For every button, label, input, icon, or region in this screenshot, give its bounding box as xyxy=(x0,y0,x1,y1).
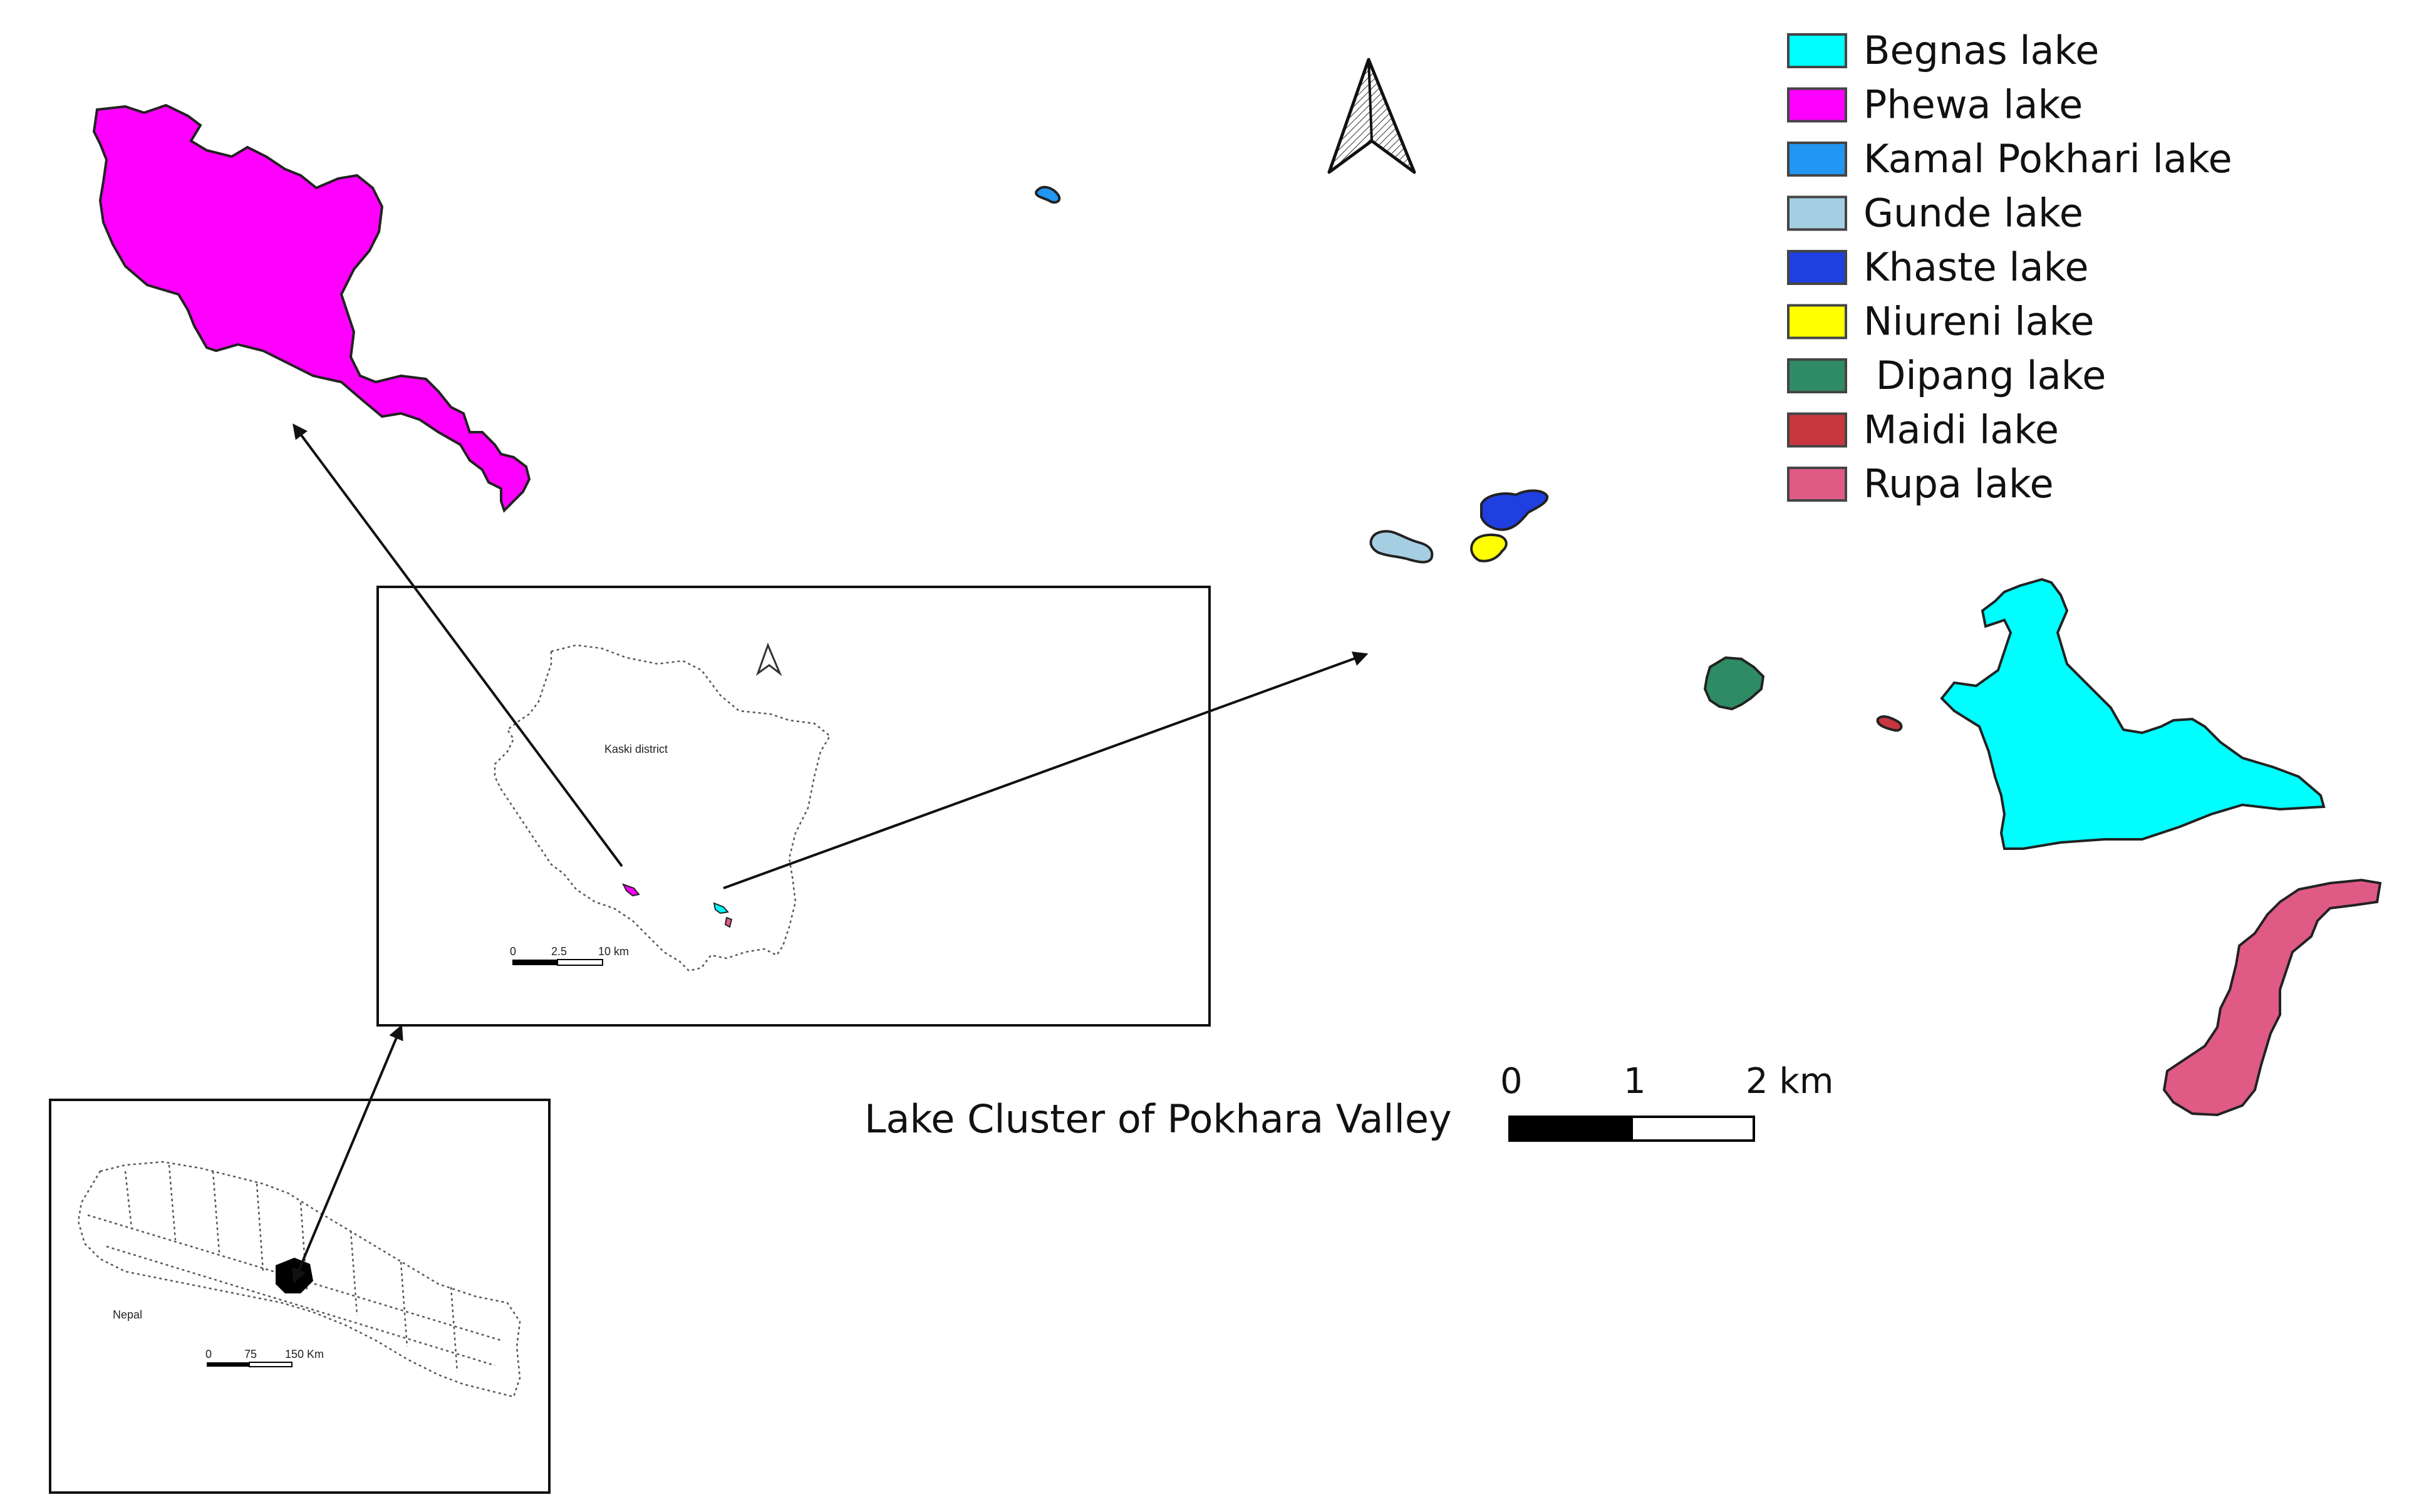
legend-label-rupa-lake: Rupa lake xyxy=(1863,461,2054,507)
scale-label-2: 2 km xyxy=(1746,1061,1833,1102)
district-inset-frame xyxy=(376,586,1211,1027)
legend-swatch-kamal-pokhari-lake xyxy=(1787,142,1847,177)
maidi-lake-shape xyxy=(1876,715,1903,732)
nepal-scale-label-0: 0 xyxy=(205,1348,212,1360)
legend-swatch-gunde-lake xyxy=(1787,195,1847,231)
inset-scale-label-1: 2.5 xyxy=(551,945,567,958)
scale-bar: 0 1 2 km xyxy=(1500,1061,1833,1142)
nepal-label: Nepal xyxy=(113,1308,142,1321)
legend-swatch-dipang-lake xyxy=(1787,358,1847,393)
niureni-lake-shape xyxy=(1470,533,1508,562)
legend-item-phewa-lake: Phewa lake xyxy=(1787,82,2083,128)
begnas-lake-shape xyxy=(1940,577,2326,850)
legend-label-dipang-lake: Dipang lake xyxy=(1863,353,2106,398)
north-arrow-icon xyxy=(1327,58,1416,174)
legend-swatch-maidi-lake xyxy=(1787,412,1847,448)
kaski-district-label: Kaski district xyxy=(604,743,668,755)
kamal-pokhari-lake-shape xyxy=(1035,185,1061,204)
arrow-to-lake-cluster xyxy=(723,651,1369,889)
inset-north-arrow-icon xyxy=(755,642,782,676)
gunde-lake-shape xyxy=(1369,530,1434,564)
dipang-lake-shape xyxy=(1703,656,1765,711)
legend-swatch-khaste-lake xyxy=(1787,250,1847,285)
legend-item-begnas-lake: Begnas lake xyxy=(1787,28,2099,73)
legend-label-niureni-lake: Niureni lake xyxy=(1863,299,2094,344)
legend-swatch-rupa-lake xyxy=(1787,467,1847,502)
legend-item-niureni-lake: Niureni lake xyxy=(1787,299,2094,344)
legend-item-dipang-lake: Dipang lake xyxy=(1787,353,2106,398)
inset-phewa-lake xyxy=(621,883,640,897)
inset-scale-label-2: 10 km xyxy=(598,945,629,958)
nepal-outline xyxy=(77,1161,521,1398)
legend-swatch-begnas-lake xyxy=(1787,33,1847,68)
phewa-lake-shape xyxy=(92,103,531,513)
scale-label-0: 0 xyxy=(1500,1061,1523,1102)
inset-rupa-lake xyxy=(724,916,733,928)
legend-item-khaste-lake: Khaste lake xyxy=(1787,244,2088,290)
scale-label-1: 1 xyxy=(1624,1061,1646,1102)
inset-scale-label-0: 0 xyxy=(510,945,516,958)
khaste-lake-shape xyxy=(1480,489,1549,531)
legend-item-rupa-lake: Rupa lake xyxy=(1787,461,2054,507)
legend-label-maidi-lake: Maidi lake xyxy=(1863,407,2059,453)
arrow-to-phewa xyxy=(293,423,623,867)
legend-label-khaste-lake: Khaste lake xyxy=(1863,244,2088,290)
legend-label-phewa-lake: Phewa lake xyxy=(1863,82,2083,128)
arrow-country-to-district xyxy=(292,1024,403,1284)
map-caption: Lake Cluster of Pokhara Valley xyxy=(864,1096,1452,1142)
legend-swatch-phewa-lake xyxy=(1787,87,1847,123)
rupa-lake-shape xyxy=(2162,878,2382,1117)
nepal-scale-label-1: 75 xyxy=(244,1348,257,1360)
legend-item-maidi-lake: Maidi lake xyxy=(1787,407,2059,453)
legend-item-kamal-pokhari-lake: Kamal Pokhari lake xyxy=(1787,136,2232,182)
inset-scale-white xyxy=(557,959,603,966)
legend-item-gunde-lake: Gunde lake xyxy=(1787,190,2083,236)
legend-swatch-niureni-lake xyxy=(1787,304,1847,339)
legend-label-gunde-lake: Gunde lake xyxy=(1863,190,2083,236)
inset-begnas-lake xyxy=(713,902,729,914)
nepal-scale-black xyxy=(207,1362,249,1367)
legend-label-begnas-lake: Begnas lake xyxy=(1863,28,2099,73)
legend-label-kamal-pokhari-lake: Kamal Pokhari lake xyxy=(1863,136,2232,182)
district-inset: Kaski district 0 2.5 10 km xyxy=(494,642,831,972)
inset-scale-black xyxy=(512,960,557,965)
nepal-scale-white xyxy=(249,1362,293,1367)
country-inset: Nepal 0 75 150 Km xyxy=(77,1161,521,1398)
kaski-highlight xyxy=(276,1258,313,1293)
kaski-district-outline xyxy=(494,644,831,972)
nepal-scale-label-2: 150 Km xyxy=(285,1348,324,1360)
